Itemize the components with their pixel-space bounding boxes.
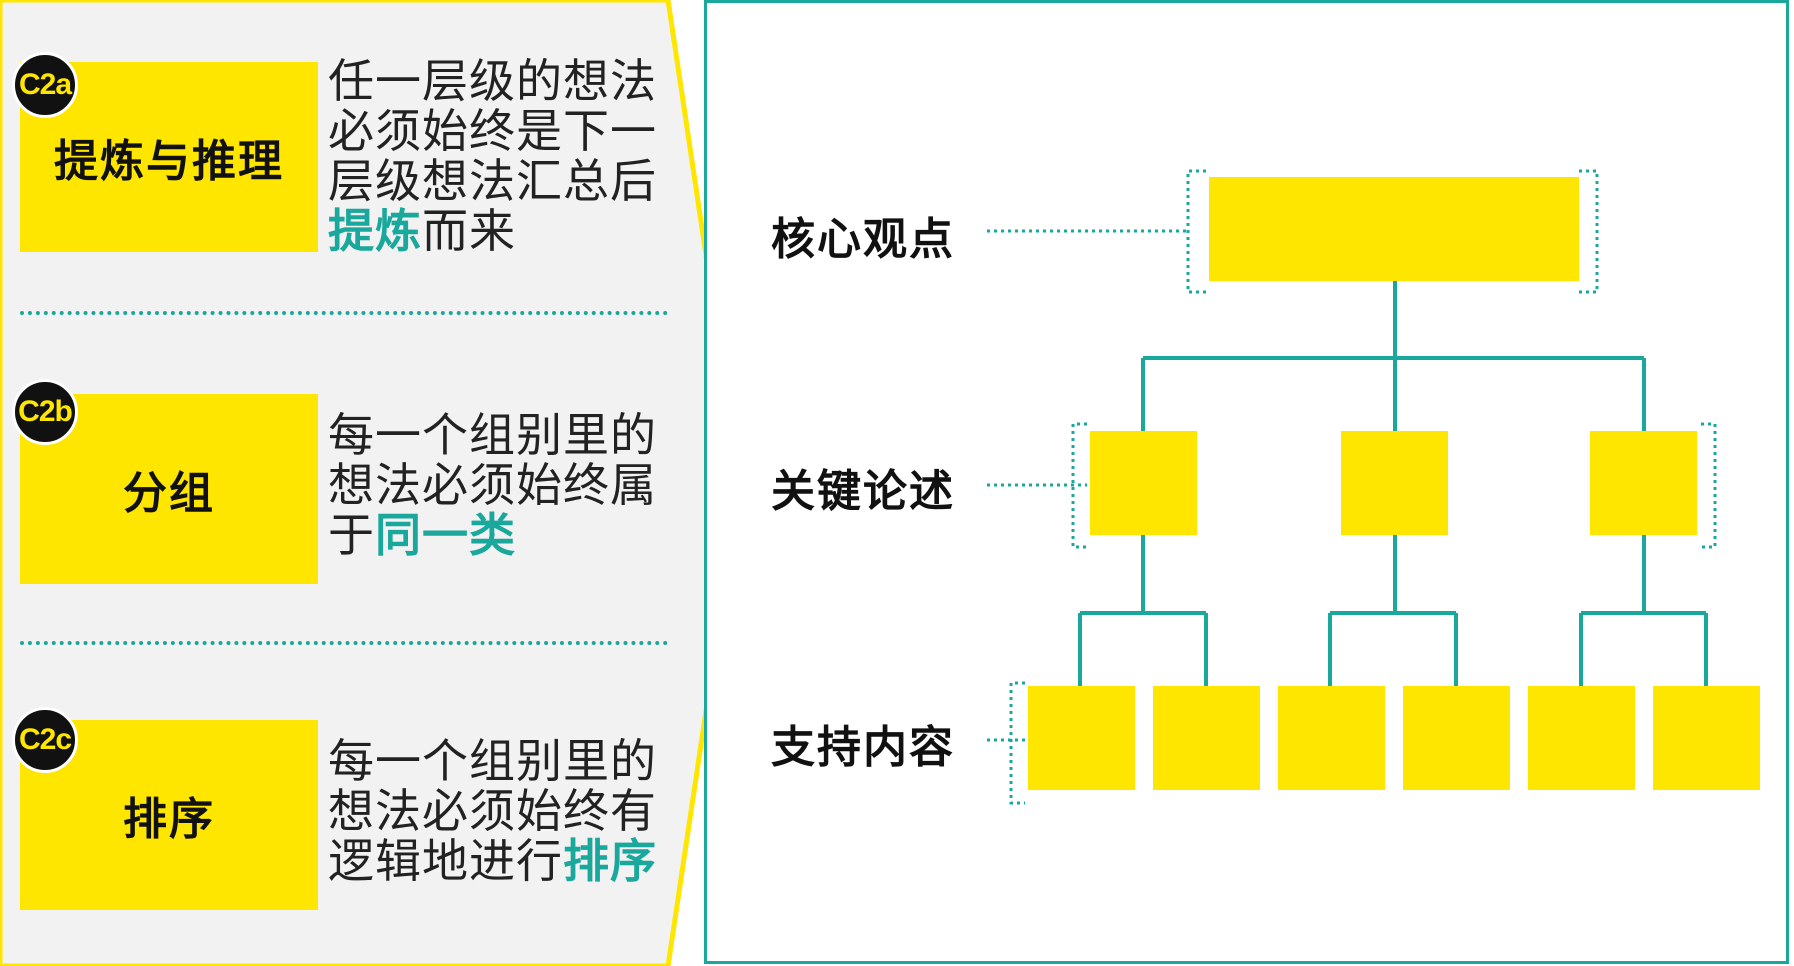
principle-title: 分组 [123,468,215,519]
section-divider [20,311,668,315]
section-divider [20,641,668,645]
principle-title: 提炼与推理 [54,136,284,187]
description-text: 每一个组别里的想法必须始终有逻辑地进行 [328,734,657,888]
principle-title-box: 排序 [20,720,318,910]
support-content-box [1028,686,1135,790]
bracket-marks [1009,169,1717,805]
level-label-core: 核心观点 [771,214,955,265]
support-content-box [1403,686,1510,790]
pyramid-tree [987,169,1760,805]
support-content-box [1153,686,1260,790]
description-text: 任一层级的想法必须始终是下一层级想法汇总后 [328,54,657,208]
support-content-box [1653,686,1760,790]
principle-description: 每一个组别里的想法必须始终有逻辑地进行排序 [328,736,668,886]
description-text-end: 而来 [422,204,516,258]
support-content-box [1528,686,1635,790]
description-highlight: 提炼 [328,204,422,258]
pyramid-diagram-panel: 核心观点 关键论述 支持内容 [704,0,1789,964]
key-argument-box [1341,431,1448,535]
badge-c2c: C2c [12,707,78,773]
connector-lines [1078,279,1708,686]
badge-c2b: C2b [12,379,78,445]
level-label-key: 关键论述 [771,466,955,517]
principle-description: 任一层级的想法必须始终是下一层级想法汇总后提炼而来 [328,56,668,256]
core-idea-box [1209,177,1579,281]
dotted-leader-lines [987,229,1187,742]
principle-description: 每一个组别里的想法必须始终属于同一类 [328,410,668,560]
principle-title: 排序 [123,794,215,845]
level-label-support: 支持内容 [771,722,955,773]
support-content-box [1278,686,1385,790]
description-highlight: 同一类 [375,508,516,562]
badge-c2a: C2a [12,52,78,118]
description-highlight: 排序 [563,834,657,888]
description-text: 每一个组别里的想法必须始终属于 [328,408,657,562]
key-argument-box [1590,431,1697,535]
key-argument-box [1090,431,1197,535]
principles-panel: 提炼与推理 C2a 任一层级的想法必须始终是下一层级想法汇总后提炼而来 分组 C… [0,0,745,966]
